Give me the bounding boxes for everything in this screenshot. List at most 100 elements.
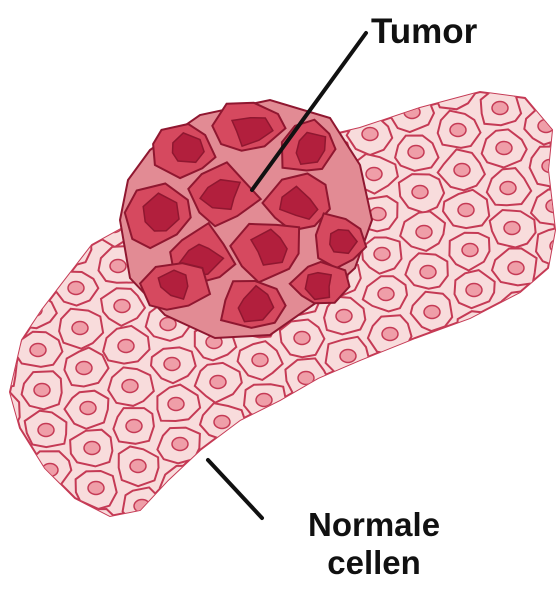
normal-cell-nucleus [4,526,20,539]
normal-cell-nucleus [458,204,474,217]
normal-cell-nucleus [490,524,506,537]
normal-cell-nucleus [224,74,240,87]
normal-cell-nucleus [362,128,378,141]
normal-cells-label-line-1: Normale [308,506,440,544]
normal-cell-nucleus [182,96,198,109]
normal-cell-nucleus [72,322,88,335]
normal-cell [505,368,548,408]
normal-cell-nucleus [294,332,310,345]
normal-cell-nucleus [486,484,502,497]
normal-cell [380,436,423,472]
normal-cell [457,311,500,348]
normal-cell-nucleus [140,118,156,131]
normal-cell [548,348,560,386]
normal-cell-nucleus [68,282,84,295]
normal-cell-nucleus [0,446,12,459]
normal-cell-nucleus [394,448,410,461]
normal-cell [420,372,462,412]
normal-cell [10,250,50,289]
normal-cell-nucleus [492,102,508,115]
normal-cells-label: Normale cellen [308,506,440,582]
normal-cell [0,232,6,269]
normal-cell [209,485,250,521]
normal-cells-pointer-line [208,460,262,518]
tumor-mass [120,100,372,338]
normal-cell [433,71,475,109]
normal-cell-nucleus [478,404,494,417]
normal-cell [0,473,30,512]
normal-cell [337,458,382,495]
normal-cell-nucleus [450,124,466,137]
normal-cell [0,170,43,207]
normal-cell [251,462,296,498]
normal-cell-nucleus [340,350,356,363]
normal-cell [333,379,376,416]
normal-cell-nucleus [64,242,80,255]
normal-cells-label-line-2: cellen [308,544,440,582]
normal-cell [466,391,506,427]
normal-cell-nucleus [18,224,34,237]
normal-cell-nucleus [554,280,560,293]
normal-cell [165,505,208,544]
normal-cell-nucleus [252,354,268,367]
normal-cell-nucleus [114,300,130,313]
normal-cell-nucleus [126,420,142,433]
normal-cell-nucleus [176,478,192,491]
normal-cell-nucleus [22,264,38,277]
normal-cell-nucleus [466,284,482,297]
normal-cell-nucleus [382,328,398,341]
normal-cell-nucleus [446,84,462,97]
normal-cell-nucleus [488,62,504,75]
normal-cell-nucleus [42,464,58,477]
normal-cell-nucleus [46,504,62,517]
normal-cell-nucleus [520,382,536,395]
normal-cell-nucleus [432,386,448,399]
normal-cell [554,426,560,465]
normal-cell [415,334,460,370]
normal-cell-nucleus [386,368,402,381]
normal-cell [517,452,557,488]
normal-cell [371,355,418,394]
normal-cell-nucleus [352,470,368,483]
normal-cell-nucleus [440,466,456,479]
normal-cell [0,393,20,432]
normal-cell-nucleus [416,226,432,239]
normal-cell [472,471,516,511]
normal-cell-nucleus [482,444,498,457]
normal-cell-nucleus [56,162,72,175]
normal-cell-nucleus [168,398,184,411]
normal-cell-nucleus [462,244,478,257]
normal-cell-nucleus [500,182,516,195]
normal-cell-nucleus [420,266,436,279]
normal-cell-nucleus [76,362,92,375]
normal-cell-nucleus [110,260,126,273]
normal-cell-nucleus [534,80,550,93]
normal-cell-nucleus [0,486,16,499]
normal-cell-nucleus [84,442,100,455]
normal-cell-nucleus [444,506,460,519]
normal-cell [12,290,57,328]
normal-cell-nucleus [306,452,322,465]
normal-cell [32,490,76,527]
normal-cell [0,434,25,470]
normal-cell-nucleus [92,522,108,535]
normal-cell-nucleus [312,70,328,83]
normal-cell-nucleus [88,482,104,495]
normal-cell-nucleus [60,202,76,215]
normal-cell [377,393,419,434]
normal-cell [476,510,518,548]
normal-cell-nucleus [0,366,4,379]
normal-cell-nucleus [454,164,470,177]
normal-cell-nucleus [222,496,238,509]
tumor-label: Tumor [371,14,477,49]
normal-cell-nucleus [366,168,382,181]
normal-cell-nucleus [14,184,30,197]
normal-cell [5,210,47,251]
normal-cell [501,291,542,325]
normal-cell-nucleus [34,384,50,397]
normal-cell-nucleus [264,474,280,487]
normal-cell [424,415,465,450]
normal-cell [476,50,516,87]
normal-cell [555,389,560,424]
normal-cell-nucleus [102,180,118,193]
